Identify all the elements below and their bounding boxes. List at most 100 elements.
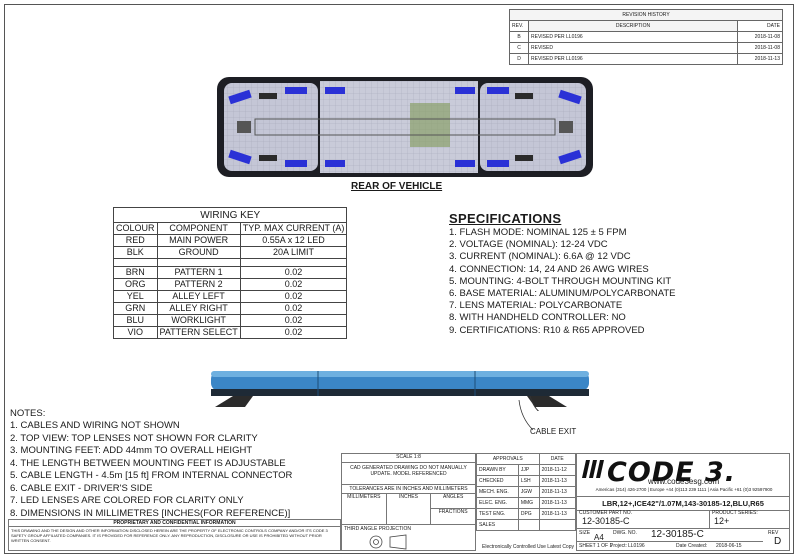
wire-current: 0.02 [239,314,348,327]
tol-mm: MILLIMETERS [342,494,387,524]
spec-item: 4. CONNECTION: 14, 24 AND 26 AWG WIRES [449,263,649,275]
revision-rev: C [509,42,529,54]
wiring-key-table: WIRING KEY COLOUR COMPONENT TYP. MAX CUR… [112,207,348,339]
rear-view-label: REAR OF VEHICLE [351,181,443,192]
spec-item: 8. WITH HANDHELD CONTROLLER: NO [449,312,626,324]
tol-angles: ANGLES [431,494,476,509]
wire-colour: GRN [113,302,158,315]
spec-item: 3. CURRENT (NOMINAL): 6.6A @ 12 VDC [449,251,631,263]
approval-role: MECH. ENG. [476,486,519,498]
product-series-label: PRODUCT SERIES: [712,510,758,516]
approval-role: TEST ENG. [476,508,519,520]
wire-current: 0.02 [239,266,348,279]
cad-note: CAD GENERATED DRAWING DO NOT MANUALLY UP… [342,463,475,485]
approval-date [538,519,577,531]
approval-row: ELEC. ENG. MMG 2018-11-13 [476,497,577,509]
wire-current: 20A LIMIT [239,246,348,259]
approval-role: SALES [476,519,519,531]
wiring-row: RED MAIN POWER 0.55A x 12 LED [113,234,348,247]
wire-component: MAIN POWER [156,234,241,247]
approval-name [517,519,540,531]
description-header: DESCRIPTION [528,20,738,32]
approvals-title: APPROVALS [476,453,540,465]
rev-header: REV. [509,20,529,32]
wire-current: 0.02 [239,278,348,291]
specifications-title: SPECIFICATIONS [449,211,562,226]
approval-name: MMG [517,497,540,509]
customer-part-label: CUSTOMER PART NO. [579,510,632,516]
note-item: 1. CABLES AND WIRING NOT SHOWN [10,420,180,431]
note-item: 7. LED LENSES ARE COLORED FOR CLARITY ON… [10,495,244,506]
wire-current: 0.55A x 12 LED [239,234,348,247]
rev-label: REV [768,530,779,536]
date-created-value: 2018-06-15 [716,543,742,549]
wire-colour: BLU [113,314,158,327]
wire-colour: RED [113,234,158,247]
approval-row: TEST ENG. DPG 2018-11-13 [476,508,577,520]
note-item: 3. MOUNTING FEET: ADD 44mm TO OVERALL HE… [10,445,253,456]
wire-component: GROUND [156,246,241,259]
rev-value: D [774,536,782,547]
specifications-list: 1. FLASH MODE: NOMINAL 125 ± 5 FPM 2. VO… [449,227,675,337]
revision-rev: D [509,53,529,65]
wire-colour: VIO [113,326,158,339]
revision-date: 2018-11-08 [737,31,783,43]
projection-label: THIRD ANGLE PROJECTION [344,526,411,532]
note-item: 8. DIMENSIONS IN MILLIMETRES [INCHES(FOR… [10,507,291,519]
spec-item: 9. CERTIFICATIONS: R10 & R65 APPROVED [449,324,645,336]
wire-component: PATTERN SELECT [156,326,241,339]
spec-item: 6. BASE MATERIAL: ALUMINUM/POLYCARBONATE [449,288,676,300]
project-label: Project: [610,543,627,549]
approval-date: 2018-11-13 [538,486,577,498]
approval-row: SALES [476,519,577,531]
note-item: 4. THE LENGTH BETWEEN MOUNTING FEET IS A… [10,457,286,469]
note-item: 6. CABLE EXIT - DRIVER'S SIDE [10,482,153,494]
wire-current: 0.02 [239,290,348,303]
size-value: A4 [594,533,604,542]
revision-desc: REVISED [528,42,738,54]
tolerance-title: TOLERANCES ARE IN INCHES AND MILLIMETERS [342,485,475,494]
notes-list: 1. CABLES AND WIRING NOT SHOWN 2. TOP VI… [10,420,292,520]
cable-exit-leader [518,399,534,431]
tol-fractions: FRACTIONS [438,509,468,515]
revision-rev: B [509,31,529,43]
approval-date: 2018-11-13 [538,475,577,487]
wiring-key-title: WIRING KEY [112,207,348,223]
revision-desc: REVISED PER LL0196 [528,53,738,65]
rear-view-lightbar-drawing [217,77,593,177]
wire-current: 0.02 [239,326,348,339]
proprietary-block: PROPRIETARY AND CONFIDENTIAL INFORMATION… [8,519,341,551]
footer-note: Electronically Controlled Use Latest Cop… [482,544,574,550]
wiring-row: YEL ALLEY LEFT 0.02 [113,290,348,303]
notes-title: NOTES: [10,408,46,419]
revision-title: REVISION HISTORY [509,9,783,21]
wiring-row: ORG PATTERN 2 0.02 [113,278,348,291]
divider [577,541,763,542]
third-angle-projection-icon [369,534,407,550]
revision-history-table: REVISION HISTORY REV. DESCRIPTION DATE B… [509,9,783,65]
approval-role: CHECKED [476,475,519,487]
wire-component: WORKLIGHT [156,314,241,327]
scale-label: SCALE 1:8 [342,454,475,463]
component-header: COMPONENT [156,222,241,235]
wiring-row: GRN ALLEY RIGHT 0.02 [113,302,348,315]
side-view-lightbar-drawing [211,371,589,411]
approval-date: 2018-11-12 [538,464,577,476]
proprietary-text: THIS DRAWING AND THE DESIGN AND OTHER IN… [11,528,328,543]
wire-component: PATTERN 1 [156,266,241,279]
spec-item: 5. MOUNTING: 4-BOLT THROUGH MOUNTING KIT [449,275,672,287]
wire-component: ALLEY RIGHT [156,302,241,315]
date-header: DATE [737,20,783,32]
drawing-sheet [4,4,794,554]
product-series: 12+ [714,516,730,526]
wiring-row: BLU WORKLIGHT 0.02 [113,314,348,327]
code3-logo: CODE 3. [607,457,737,488]
wire-colour: BRN [113,266,158,279]
spec-item: 1. FLASH MODE: NOMINAL 125 ± 5 FPM [449,227,627,238]
current-header: TYP. MAX CURRENT (A) [239,222,348,235]
tol-inches: INCHES [387,494,432,524]
approvals-date-header: DATE [538,453,577,465]
colour-header: COLOUR [113,222,158,235]
revision-date: 2018-11-13 [737,53,783,65]
wiring-row: BRN PATTERN 1 0.02 [113,266,348,279]
